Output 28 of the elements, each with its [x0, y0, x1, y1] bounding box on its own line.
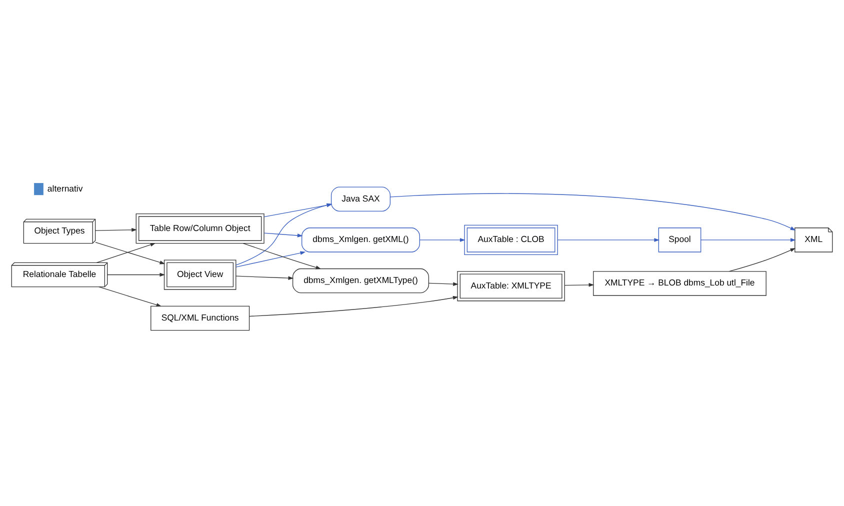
node-box: AuxTable : CLOB — [464, 224, 558, 256]
node-box: dbms_Xmlgen. getXMLType() — [292, 268, 430, 294]
arrow — [236, 251, 306, 268]
arrow — [700, 238, 796, 242]
node-box: Table Row/Column Object — [136, 214, 264, 244]
arrow — [390, 193, 796, 230]
node-box: dbms_Xmlgen. getXML() — [302, 228, 420, 252]
arrow — [107, 272, 166, 277]
arrow — [95, 228, 137, 232]
arrow — [264, 232, 303, 238]
arrow — [728, 248, 796, 272]
node-box: XMLTYPE → BLOB dbms_Lob utl_File — [593, 271, 766, 296]
node-box: Java SAX — [330, 186, 391, 212]
arrow — [96, 242, 156, 264]
arrow — [242, 242, 322, 270]
arrow — [420, 238, 466, 242]
legend-label: alternativ — [47, 183, 83, 194]
arrow — [236, 276, 294, 280]
arrow — [557, 238, 660, 242]
arrow — [98, 286, 162, 307]
node-box: AuxTable: XMLTYPE — [457, 271, 565, 302]
node-box: Spool — [658, 228, 702, 252]
arrow — [95, 242, 166, 264]
arrow — [428, 282, 458, 286]
arrow — [249, 296, 458, 317]
arrow — [564, 283, 594, 287]
node-box: Object View — [164, 260, 236, 290]
node-box: SQL/XML Functions — [150, 306, 250, 331]
